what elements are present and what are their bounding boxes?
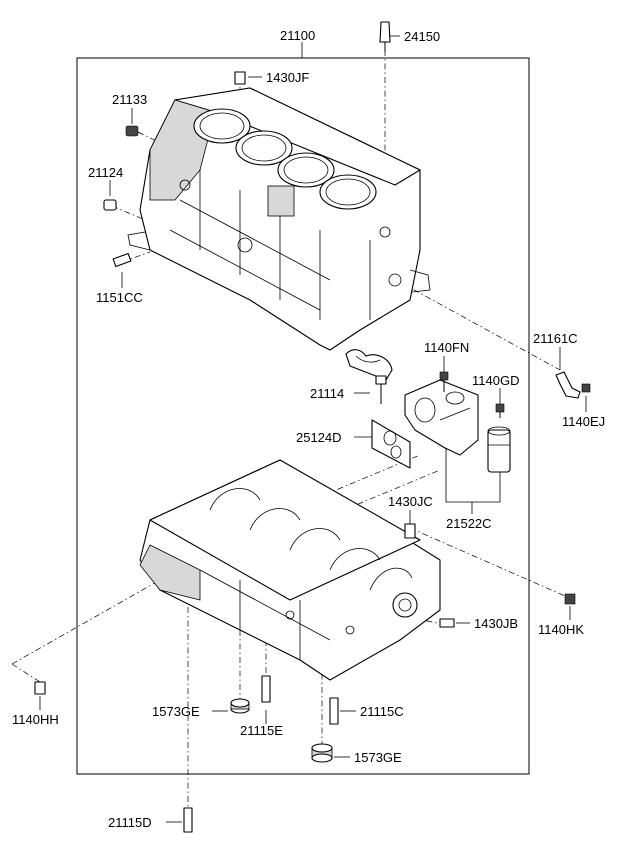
label-21100: 21100: [280, 28, 315, 43]
label-1140hh: 1140HH: [12, 712, 59, 727]
label-21115d: 21115D: [108, 815, 152, 830]
label-21124: 21124: [88, 165, 123, 180]
label-21161c: 21161C: [533, 331, 578, 346]
label-1140ej: 1140EJ: [562, 414, 605, 429]
label-21133: 21133: [112, 92, 147, 107]
bracket-21161C: [555, 371, 581, 399]
label-1573ge-lower: 1573GE: [354, 750, 402, 765]
label-21114: 21114: [310, 386, 344, 401]
label-24150: 24150: [404, 29, 440, 44]
assembly-frame: [76, 57, 530, 775]
label-21115e: 21115E: [240, 723, 283, 738]
leader-lines: [39, 35, 587, 823]
label-25124d: 25124D: [296, 430, 342, 445]
label-21522c: 21522C: [446, 516, 492, 531]
cylinder-block-upper: [127, 87, 431, 351]
label-1430jf: 1430JF: [266, 70, 309, 85]
label-1430jb: 1430JB: [474, 616, 518, 631]
oil-filter-bracket: [404, 379, 479, 456]
label-1140gd: 1140GD: [472, 373, 519, 388]
label-1573ge-upper: 1573GE: [152, 704, 200, 719]
cylinder-block-lower: [139, 459, 441, 681]
crank-journals: [209, 488, 413, 591]
label-21115c: 21115C: [360, 704, 404, 719]
part-labels: 21100 24150 1430JF 21133 21124 1151CC 21…: [12, 28, 605, 830]
oil-pressure-sender: [487, 426, 511, 473]
bearing-cap: [345, 349, 393, 381]
block-ribs: [127, 170, 431, 320]
label-1140hk: 1140HK: [538, 622, 584, 637]
label-1151cc: 1151CC: [96, 290, 143, 305]
label-1430jc: 1430JC: [388, 494, 433, 509]
label-1140fn: 1140FN: [424, 340, 469, 355]
fasteners: [34, 21, 591, 833]
cylinder-bores: [193, 108, 377, 210]
oil-cooler-gasket: [371, 419, 411, 469]
